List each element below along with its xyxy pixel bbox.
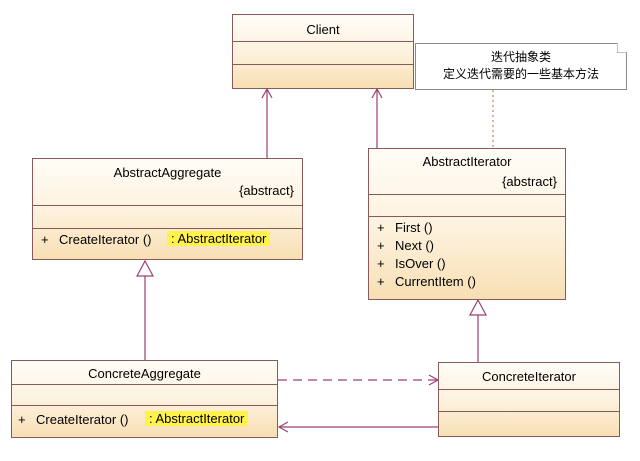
operation-visibility: +: [377, 220, 385, 235]
operation-name: First (): [395, 220, 433, 235]
concrete-aggregate-class-name: ConcreteAggregate: [88, 366, 201, 381]
client-class-name: Client: [306, 22, 340, 37]
operation-name: IsOver (): [395, 256, 446, 271]
note-line-2: 定义迭代需要的一些基本方法: [442, 67, 599, 81]
client-attributes-compartment: [233, 41, 413, 42]
operation-name: Next (): [395, 238, 434, 253]
operation-return-type: : AbstractIterator: [145, 411, 249, 426]
abstract-iterator-class-name: AbstractIterator: [422, 154, 512, 169]
concrete-iterator-operations-compartment: [439, 411, 619, 412]
abstract-aggregate-operations-compartment: [33, 228, 302, 229]
abstract-iterator-stereotype: {abstract}: [502, 174, 557, 189]
abstract-iterator-attributes-compartment: [369, 194, 565, 195]
concrete-iterator-attributes-compartment: [439, 389, 619, 390]
operation-name: CreateIterator (): [59, 232, 152, 247]
operation-visibility: +: [377, 256, 385, 271]
note-fold-icon: [617, 43, 627, 53]
concrete-aggregate-operations-compartment: [12, 405, 277, 406]
concrete-aggregate-class[interactable]: ConcreteAggregate + CreateIterator () : …: [11, 360, 278, 438]
operation-visibility: +: [41, 232, 49, 247]
operation-name: CreateIterator (): [36, 412, 129, 427]
concrete-iterator-class[interactable]: ConcreteIterator: [438, 362, 620, 437]
client-class[interactable]: Client: [232, 14, 414, 89]
operation-name: CurrentItem (): [395, 274, 476, 289]
client-operations-compartment: [233, 64, 413, 65]
concrete-aggregate-attributes-compartment: [12, 384, 277, 385]
note-box[interactable]: 迭代抽象类 定义迭代需要的一些基本方法: [415, 43, 627, 90]
abstract-aggregate-class-name: AbstractAggregate: [113, 165, 222, 180]
abstract-iterator-class[interactable]: AbstractIterator {abstract} + First () +…: [368, 148, 566, 300]
operation-return-type: : AbstractIterator: [167, 231, 271, 246]
abstract-aggregate-class[interactable]: AbstractAggregate {abstract} + CreateIte…: [32, 158, 303, 260]
abstract-aggregate-attributes-compartment: [33, 205, 302, 206]
abstract-iterator-operations-compartment: [369, 216, 565, 217]
concrete-iterator-class-name: ConcreteIterator: [482, 369, 576, 384]
operation-visibility: +: [377, 238, 385, 253]
operation-visibility: +: [377, 274, 385, 289]
abstract-aggregate-stereotype: {abstract}: [239, 183, 294, 198]
operation-visibility: +: [18, 412, 26, 427]
note-line-1: 迭代抽象类: [490, 50, 551, 64]
